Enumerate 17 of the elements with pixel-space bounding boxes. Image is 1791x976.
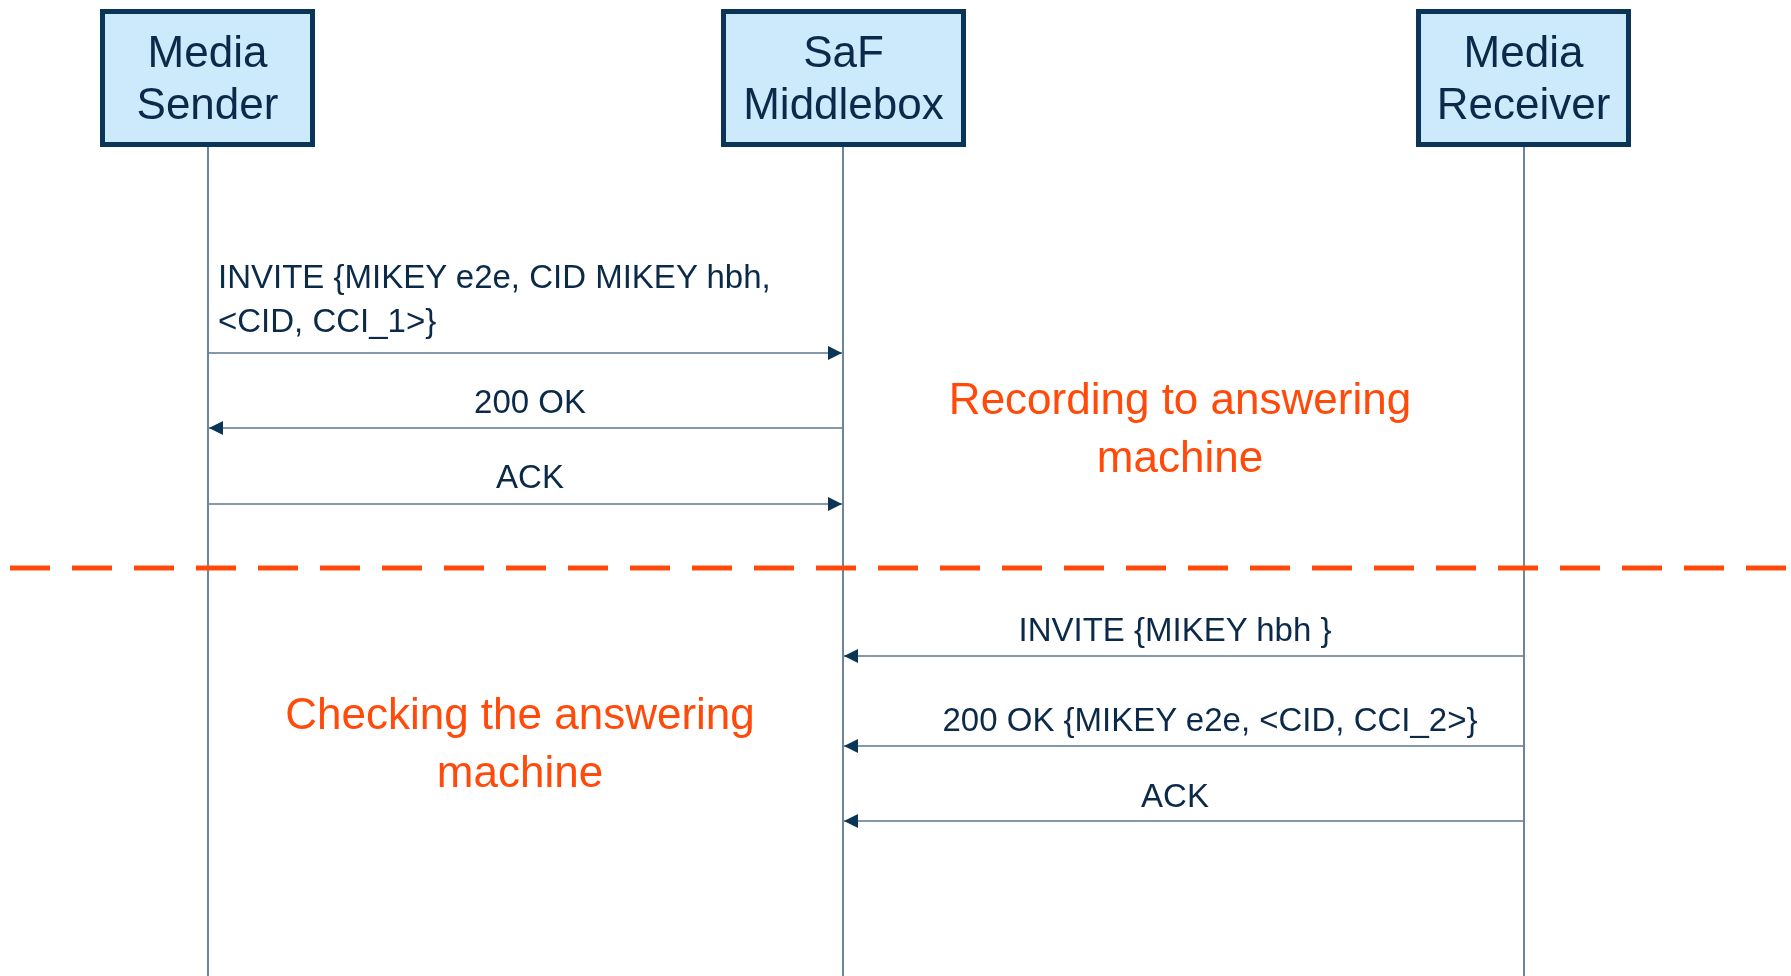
message-label: INVITE {MIKEY hbh } [1017, 610, 1333, 650]
message-label: INVITE {MIKEY e2e, CID MIKEY hbh, <CID, CCI_1>} [218, 257, 772, 341]
message-arrow [843, 739, 1524, 753]
participant-name: SaF Middlebox [742, 26, 945, 130]
message-label: 200 OK {MIKEY e2e, <CID, CCI_2>} [941, 700, 1479, 740]
phase-note: Recording to answering machine [947, 373, 1413, 483]
message-arrow [843, 649, 1524, 663]
message-label: ACK [495, 457, 565, 497]
phase-note: Checking the answering machine [284, 688, 756, 798]
message-arrow [208, 346, 843, 360]
message-arrow [208, 421, 843, 435]
participant-name: Media Sender [135, 26, 280, 130]
message-arrow [843, 814, 1524, 828]
message-label: 200 OK [473, 382, 587, 422]
participant-name: Media Receiver [1435, 26, 1612, 130]
message-arrow [208, 497, 843, 511]
message-label: ACK [1140, 776, 1210, 816]
